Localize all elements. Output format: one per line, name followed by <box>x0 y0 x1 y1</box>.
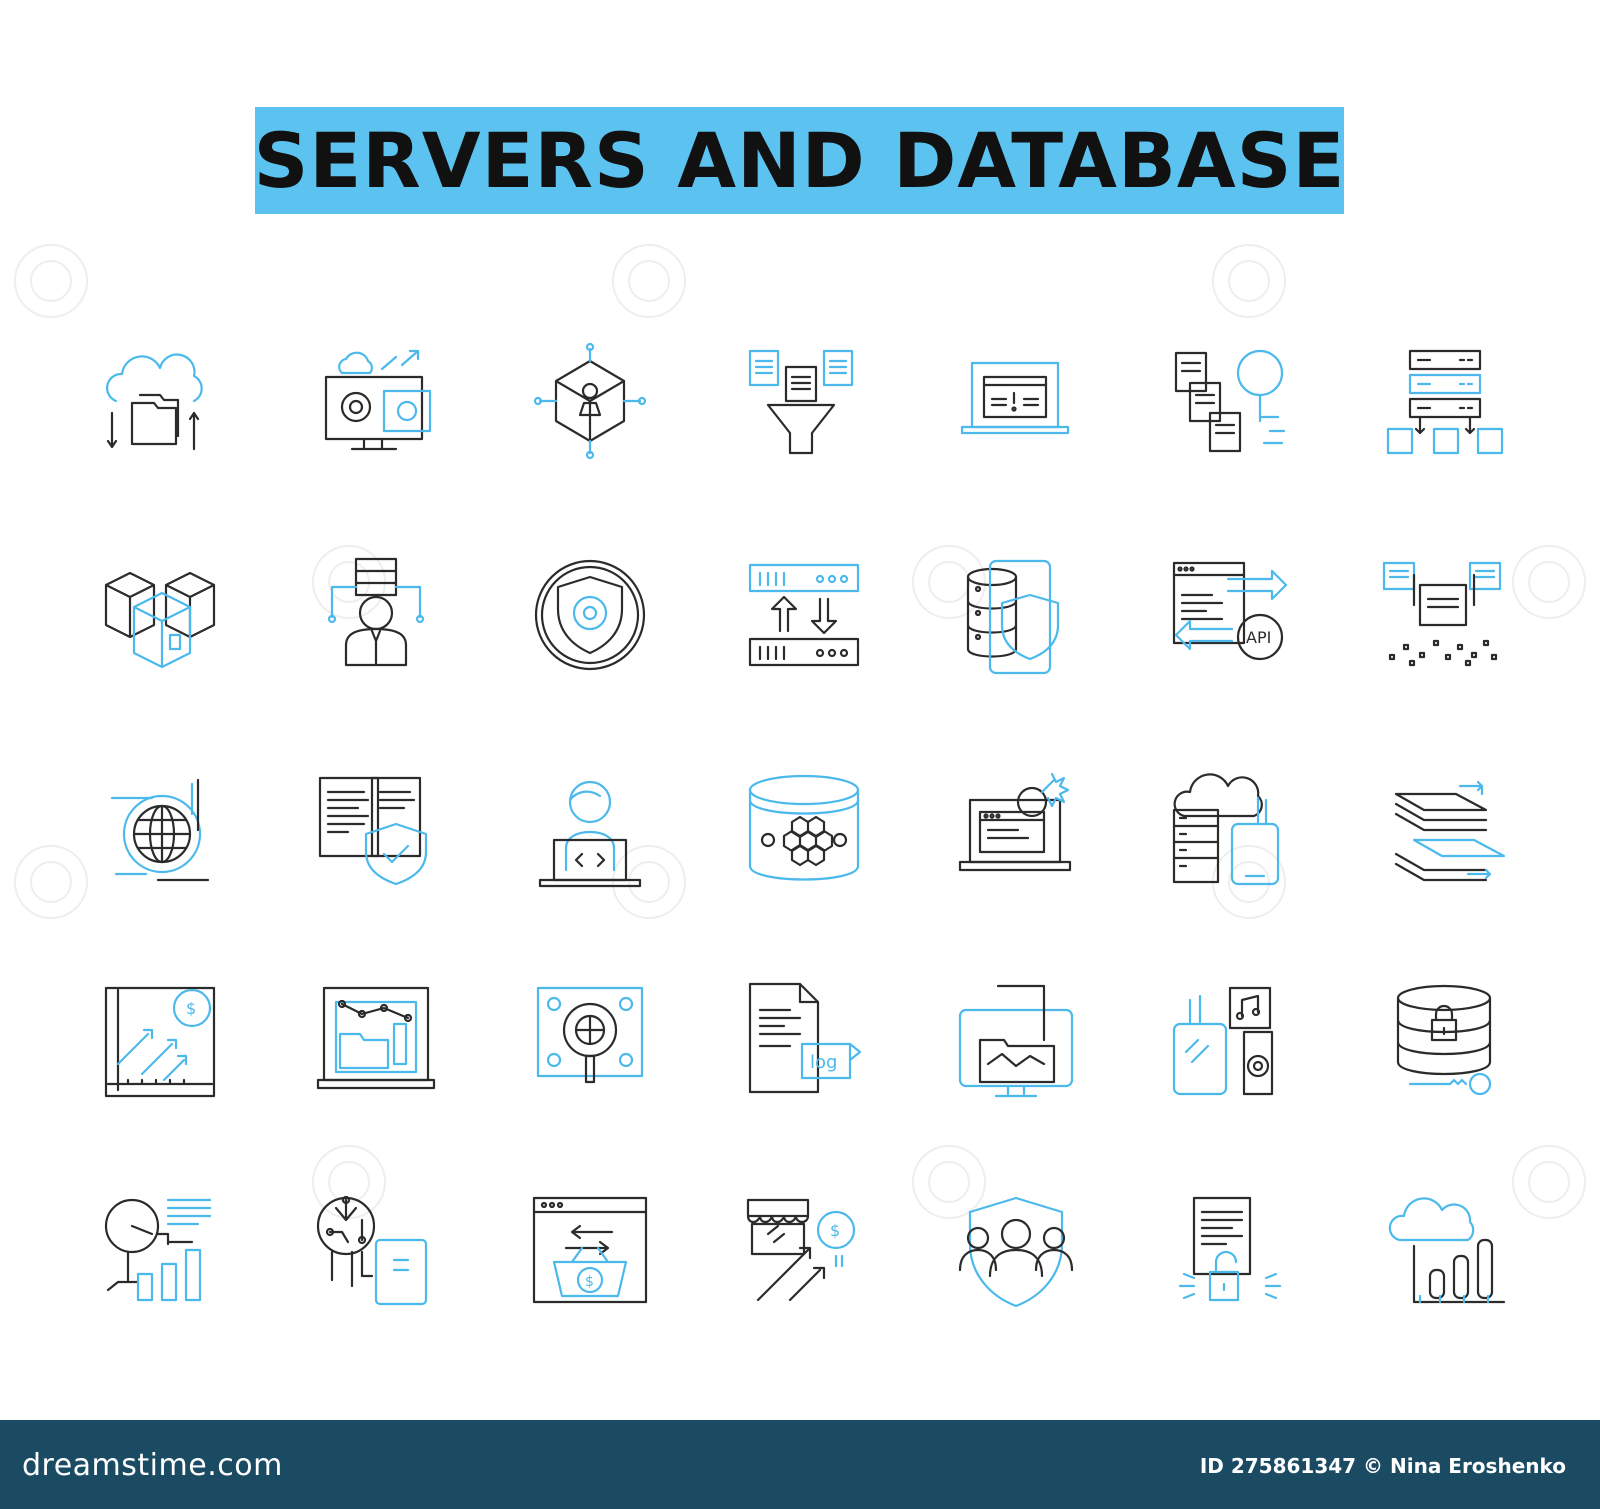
monitor-folder-graph-icon <box>958 984 1074 1098</box>
laptop-folder-chart-icon <box>316 986 436 1090</box>
market-growth-icon: $ <box>746 1198 856 1302</box>
watermark-icon <box>612 845 686 919</box>
watermark-icon <box>912 1145 986 1219</box>
cube-network-node-icon <box>533 342 647 460</box>
server-sync-icon <box>748 563 860 667</box>
data-filter-funnel-icon <box>748 349 854 455</box>
magnifier-analytics-icon <box>104 1198 212 1302</box>
svg-text:log: log <box>810 1052 837 1073</box>
svg-text:$: $ <box>830 1221 840 1240</box>
server-admin-person-icon <box>327 557 425 667</box>
api-window-exchange-icon: API <box>1172 561 1288 661</box>
mobile-media-devices-icon <box>1172 986 1274 1096</box>
documents-search-icon <box>1174 349 1286 453</box>
monitor-cloud-settings-icon <box>324 349 432 451</box>
document-data-scatter-icon <box>1382 561 1502 667</box>
document-unlock-icon <box>1178 1196 1282 1302</box>
watermark-icon <box>14 845 88 919</box>
title-banner: SERVERS AND DATABASE <box>253 107 1346 214</box>
footer-bar: dreamstime.com ID 275861347 © Nina Erosh… <box>0 1420 1600 1509</box>
data-center-racks-icon <box>104 571 216 669</box>
database-lock-key-icon <box>1396 984 1492 1096</box>
developer-laptop-icon <box>538 780 642 888</box>
log-file-icon: log <box>748 982 862 1094</box>
globe-network-icon <box>110 778 210 882</box>
watermark-icon <box>1512 545 1586 619</box>
document-shield-check-icon <box>318 776 428 886</box>
svg-text:API: API <box>1246 628 1271 647</box>
layers-stack-icon <box>1394 780 1506 882</box>
laptop-alert-window-icon <box>960 361 1070 435</box>
watermark-icon <box>14 244 88 318</box>
watermark-icon <box>1512 1145 1586 1219</box>
web-basket-payment-icon: $ <box>532 1196 648 1304</box>
shield-team-icon <box>958 1196 1074 1308</box>
watermark-icon <box>1212 244 1286 318</box>
brain-circuit-device-icon <box>316 1195 428 1306</box>
watermark-icon <box>612 244 686 318</box>
footer-credit: ID 275861347 © Nina Eroshenko <box>1199 1454 1566 1478</box>
cloud-folder-transfer-icon <box>106 353 203 451</box>
database-shield-icon <box>966 559 1060 675</box>
financial-growth-chart-icon: $ <box>104 986 216 1098</box>
shield-gear-icon <box>534 559 646 671</box>
server-hierarchy-icon <box>1386 349 1504 455</box>
magnifier-target-icon <box>536 986 644 1084</box>
laptop-bomb-icon <box>958 772 1072 872</box>
cloud-server-mobile-icon <box>1172 773 1280 886</box>
cloud-bar-chart-icon <box>1388 1197 1506 1304</box>
svg-text:$: $ <box>585 1274 594 1290</box>
database-hexagon-icon <box>748 774 860 881</box>
svg-text:$: $ <box>186 999 196 1018</box>
footer-site-logo: dreamstime.com <box>22 1448 283 1483</box>
page-title: SERVERS AND DATABASE <box>253 115 1346 205</box>
